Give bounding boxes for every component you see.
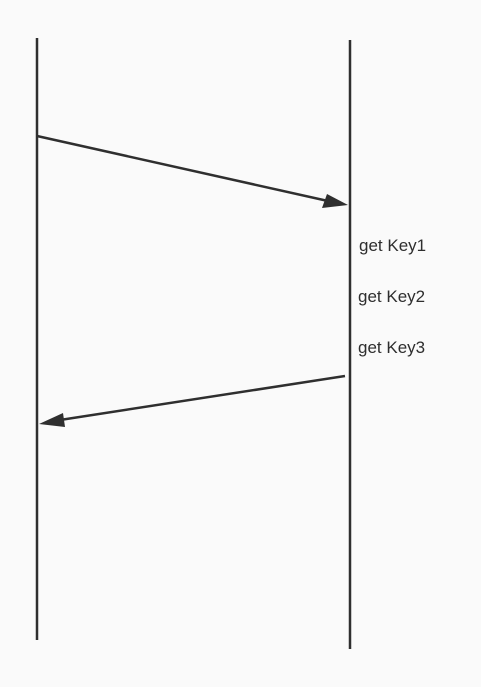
annotation-get-key2: get Key2 <box>358 287 426 306</box>
arrowhead-request <box>322 194 348 208</box>
message-arrow-response <box>59 374 346 422</box>
arrowhead-response <box>39 413 65 427</box>
message-arrow-request <box>36 134 329 203</box>
annotation-get-key1: get Key1 <box>359 236 427 255</box>
annotation-get-key3: get Key3 <box>358 338 426 357</box>
